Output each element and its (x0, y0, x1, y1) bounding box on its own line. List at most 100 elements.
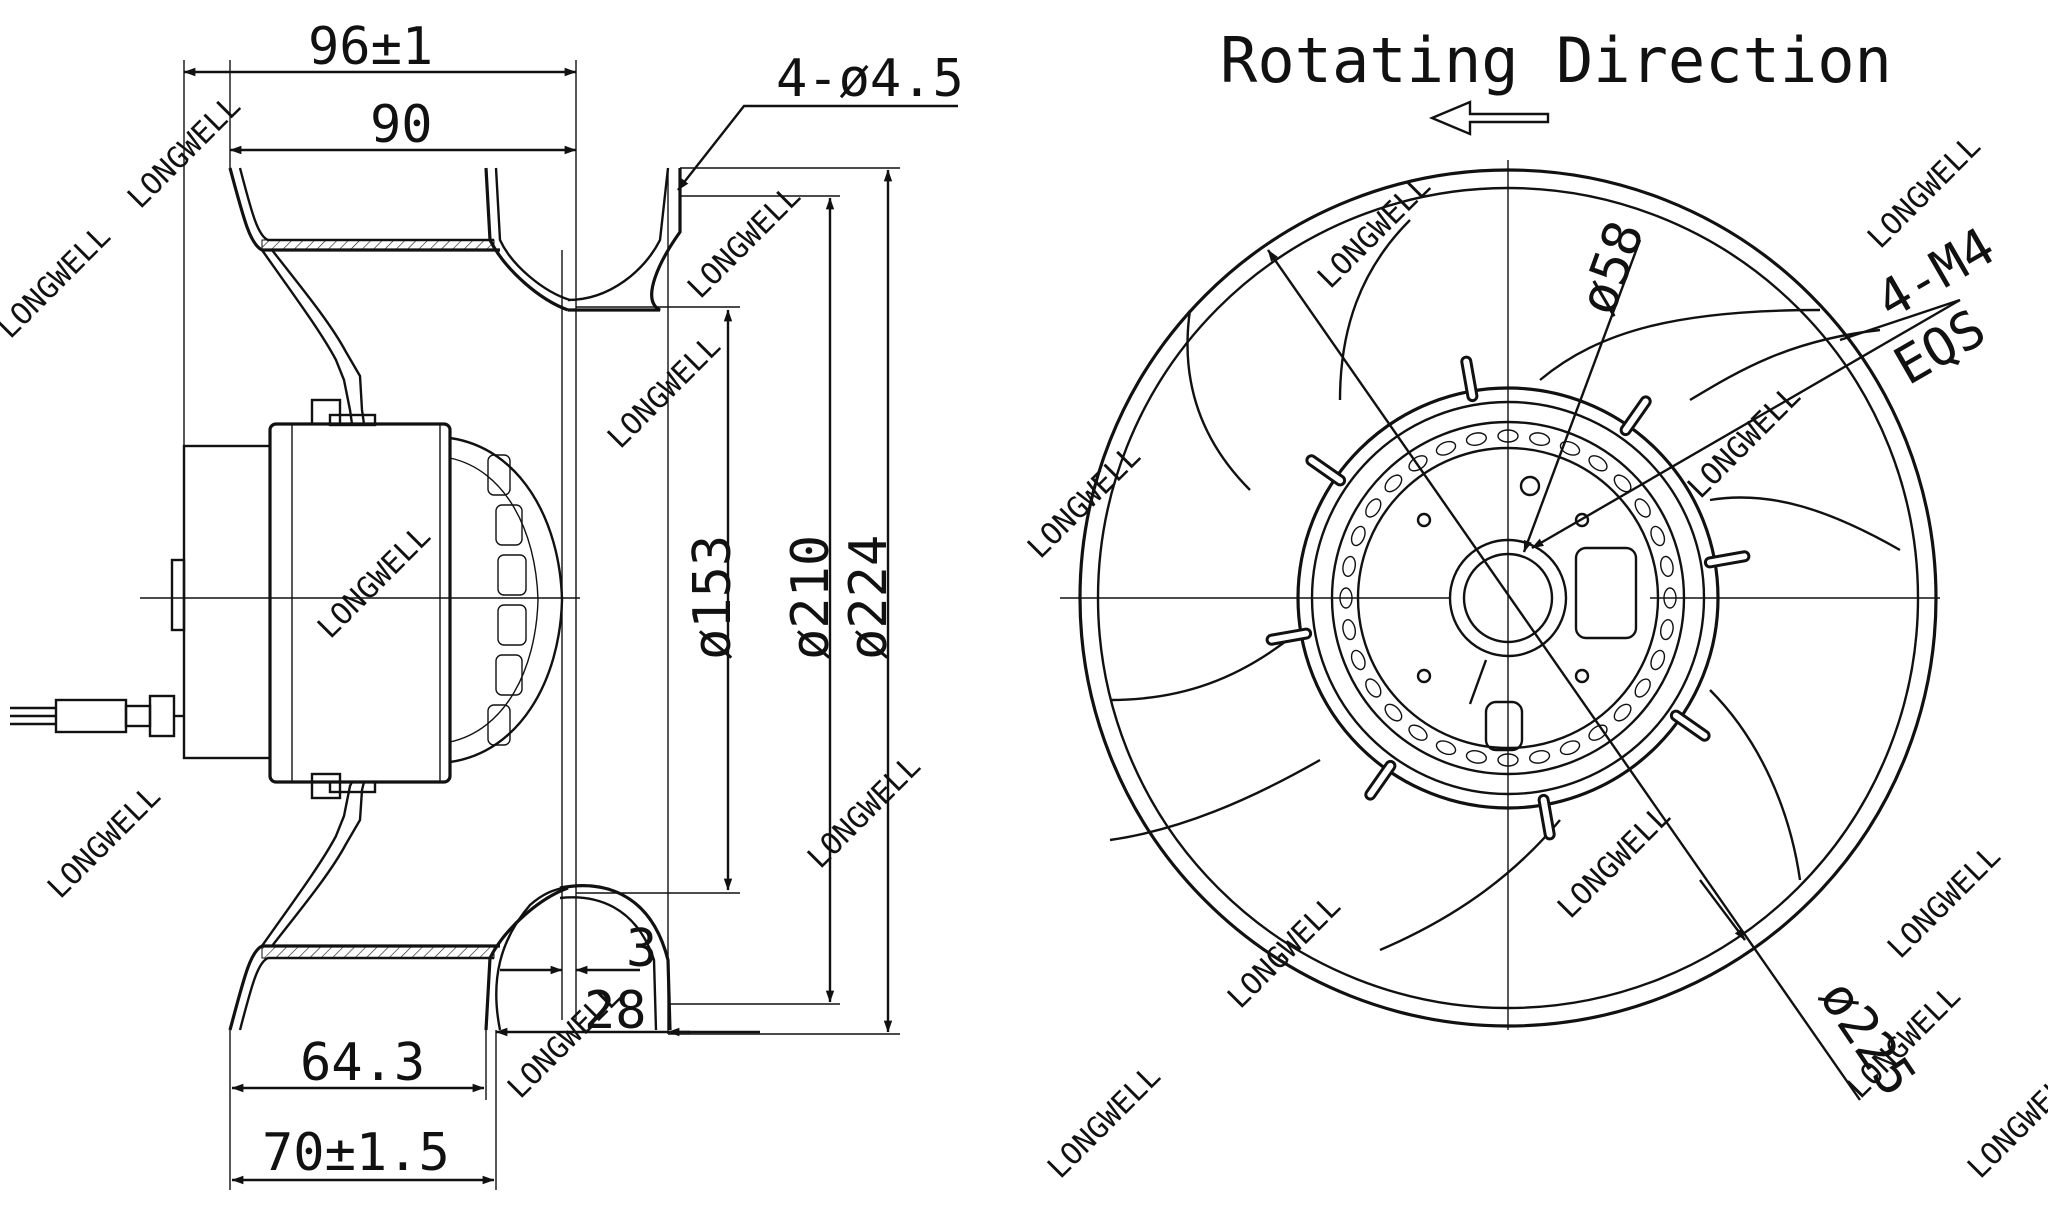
dim-line-hub (1468, 659, 1488, 705)
hub-clip-bottom (328, 780, 377, 794)
cooling-hole (1613, 703, 1632, 722)
rotor-dome-inner (449, 457, 539, 743)
dim-impeller: 64.3 (300, 1033, 425, 1093)
balancing-clip-inner (1308, 457, 1344, 484)
front-view: Rotating Direction (1060, 24, 2005, 1107)
wheel-outer-ring-inner (1096, 186, 1920, 1010)
dim-inlet-dia: ø153 (683, 535, 743, 660)
wheel-outer-ring (1078, 168, 1938, 1028)
hub-ring-4 (1356, 446, 1660, 750)
watermark-text: LONGWELL (681, 179, 808, 306)
cooling-hole (1650, 649, 1666, 671)
dim-length: 90 (370, 95, 433, 155)
dim-hole-leader (677, 104, 958, 191)
cooling-hole (1350, 649, 1366, 671)
hub-ring-2 (1310, 400, 1706, 796)
hub-disc-top-inner (271, 249, 366, 425)
cooling-hole (1663, 587, 1677, 609)
dim-hole: 4-ø4.5 (776, 49, 964, 109)
balancing-clip-inner (1268, 630, 1310, 643)
cooling-hole (1365, 498, 1382, 518)
hub-disc-top (261, 249, 354, 425)
impeller-blades (1109, 219, 1901, 952)
back-plate-bottom-inner (238, 956, 494, 1031)
hub-bore-inner (1462, 552, 1554, 644)
cooling-hole (1529, 750, 1551, 764)
rotating-direction-title: Rotating Direction (1220, 24, 1892, 97)
balancing-clip-inner (1706, 553, 1748, 566)
hub-clip-top (328, 413, 377, 427)
back-plate-hatch-top (261, 239, 495, 251)
cable-gland (1484, 700, 1524, 752)
balancing-clip-inner (1540, 796, 1553, 838)
dim-line-thread (1531, 298, 1961, 550)
watermark-text: LONGWELL (1681, 379, 1808, 506)
dim-overall-length: 96±1 (308, 17, 433, 77)
cooling-hole (1559, 440, 1581, 456)
side-view: 96±1 90 4-ø4.5 ø153 ø210 ø224 3 28 64.3 … (10, 17, 964, 1190)
cooling-hole (1650, 525, 1666, 547)
watermark-text: LONGWELL (801, 749, 928, 876)
cooling-hole (1497, 753, 1519, 767)
watermark-text: LONGWELL (311, 519, 438, 646)
watermark-layer: LONGWELL LONGWELL LONGWELL LONGWELL LONG… (0, 89, 2048, 1186)
cooling-hole (1350, 525, 1366, 547)
watermark-text: LONGWELL (1961, 1059, 2048, 1186)
cooling-hole (1408, 724, 1428, 741)
balancing-clip-inner (1463, 358, 1476, 400)
inlet-ring-bottom-inner (559, 896, 658, 1031)
balancing-clips (1265, 355, 1751, 841)
hub-clip-bottom (310, 772, 342, 800)
cooling-hole (1529, 432, 1551, 447)
inlet-ring-top (568, 168, 682, 312)
cooling-hole (1342, 555, 1357, 577)
watermark-text: LONGWELL (0, 219, 118, 346)
cooling-hole (1634, 498, 1651, 518)
cooling-hole (1588, 455, 1608, 472)
watermark-text: LONGWELL (601, 329, 728, 456)
hub-ring-3 (1330, 420, 1686, 776)
rotor-dome (449, 436, 564, 764)
cooling-hole (1365, 678, 1382, 698)
balancing-clip-inner (1622, 398, 1649, 434)
cooling-hole (1659, 619, 1674, 641)
hub-ring-outer (1296, 386, 1720, 810)
cooling-hole (1339, 587, 1353, 609)
dim-line-wheel (1267, 249, 1861, 1101)
hub-disc-bottom (261, 781, 354, 947)
cooling-hole (1384, 703, 1403, 722)
balancing-clip-inner (1672, 712, 1708, 739)
dim-line-hub (1522, 239, 1642, 553)
motor-end-cap (182, 444, 272, 760)
back-plate-hatch-bottom (261, 945, 495, 959)
balancing-clip-inner (1367, 762, 1394, 798)
back-plate-top-inner (238, 167, 494, 242)
watermark-text: LONGWELL (1311, 169, 1438, 296)
back-plate-top (228, 167, 500, 252)
cooling-hole (1384, 474, 1403, 493)
cooling-hole (1465, 432, 1487, 446)
shroud-top (484, 167, 569, 312)
cooling-hole (1588, 724, 1608, 741)
shroud-top-inner (494, 167, 571, 302)
dim-flange: 28 (584, 981, 647, 1041)
hub-clip-top (310, 398, 342, 426)
dim-line-wheel (1699, 879, 1746, 941)
watermark-text: LONGWELL (41, 779, 168, 906)
dim-ring-dia: ø210 (781, 535, 841, 660)
mounting-screws (1416, 512, 1590, 684)
rotor-fins (487, 454, 527, 746)
label-plate (1574, 546, 1638, 640)
inlet-ring-top-inner (567, 167, 670, 302)
motor-end-boss (170, 558, 186, 632)
cooling-hole (1634, 678, 1651, 698)
power-cable (10, 694, 184, 738)
cooling-hole (1660, 555, 1674, 577)
cooling-hole (1497, 429, 1519, 443)
dim-line-thread (1839, 298, 1961, 342)
cooling-hole (1435, 740, 1457, 756)
inlet-bell-bottom (495, 886, 563, 1031)
earth-symbol (1519, 475, 1541, 497)
left-arrow-icon (1428, 100, 1550, 136)
cooling-holes (1339, 429, 1677, 767)
